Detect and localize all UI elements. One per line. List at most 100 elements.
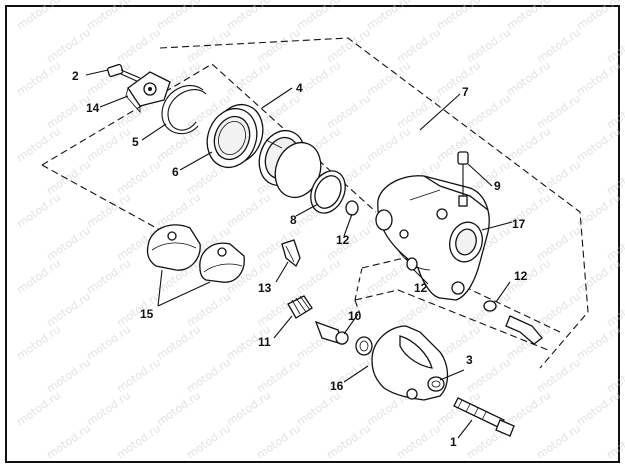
- callout-14: 14: [86, 101, 100, 115]
- pad-cap-part-14: [125, 71, 171, 114]
- watermark-text: motod.ru: [574, 257, 623, 297]
- watermark-text: motod.ru: [534, 158, 583, 198]
- watermark-text: motod.ru: [534, 422, 583, 462]
- watermark-text: motod.ru: [224, 0, 273, 32]
- watermark-text: motod.ru: [504, 59, 553, 99]
- callout-3: 3: [466, 353, 473, 367]
- o-ring-part-12-middle: [406, 257, 418, 271]
- watermark-text: motod.ru: [504, 125, 553, 165]
- watermark-text: motod.ru: [14, 257, 63, 297]
- watermark-text: motod.ru: [434, 59, 483, 99]
- watermark-text: motod.ru: [504, 0, 553, 32]
- watermark-text: motod.ru: [14, 389, 63, 429]
- watermark-text: motod.ru: [604, 422, 625, 462]
- watermark-text: motod.ru: [534, 290, 583, 330]
- watermark-text: motod.ru: [224, 389, 273, 429]
- watermark-text: motod.ru: [14, 125, 63, 165]
- watermark-text: motod.ru: [184, 356, 233, 396]
- callout-9: 9: [494, 179, 501, 193]
- brake-pads-part-15: [146, 224, 245, 283]
- watermark-text: motod.ru: [14, 59, 63, 99]
- callout-2: 2: [72, 69, 79, 83]
- watermark-text: motod.ru: [574, 59, 623, 99]
- watermark-text: motod.ru: [224, 59, 273, 99]
- piston-part-4: [258, 129, 322, 199]
- watermark-text: motod.ru: [14, 0, 63, 32]
- washer-part-3: [427, 376, 445, 392]
- callout-10: 10: [348, 309, 362, 323]
- slide-pin-right: [505, 315, 543, 345]
- callout-12-middle: 12: [414, 281, 428, 295]
- watermark-text: motod.ru: [364, 59, 413, 99]
- watermark-text: motod.ru: [324, 92, 373, 132]
- watermark-text: motod.ru: [14, 191, 63, 231]
- bolt-part-2: [106, 63, 141, 83]
- watermark-text: motod.ru: [324, 26, 373, 66]
- watermark-text: motod.ru: [574, 191, 623, 231]
- watermark-text: motod.ru: [114, 356, 163, 396]
- watermark-text: motod.ru: [44, 26, 93, 66]
- watermark-text: motod.ru: [114, 158, 163, 198]
- watermark-text: motod.ru: [184, 290, 233, 330]
- callout-6: 6: [172, 165, 179, 179]
- watermark-text: motod.ru: [364, 0, 413, 32]
- watermark-text: motod.ru: [114, 26, 163, 66]
- watermark-text: motod.ru: [224, 191, 273, 231]
- callout-7: 7: [462, 85, 469, 99]
- watermark-text: motod.ru: [84, 59, 133, 99]
- watermark-text: motod.ru: [114, 422, 163, 462]
- watermark-text: motod.ru: [294, 257, 343, 297]
- watermark-text: motod.ru: [574, 125, 623, 165]
- watermark-text: motod.ru: [154, 323, 203, 363]
- leader-lines: [85, 69, 513, 439]
- watermark-text: motod.ru: [44, 224, 93, 264]
- circlip-part-5: [161, 85, 207, 135]
- callout-17: 17: [512, 217, 526, 231]
- watermark-text: motod.ru: [364, 125, 413, 165]
- watermark-text: motod.ru: [154, 0, 203, 32]
- watermark-text: motod.ru: [184, 422, 233, 462]
- pin-part-10: [314, 320, 349, 345]
- watermark-text: motod.ru: [114, 290, 163, 330]
- watermark-text: motod.ru: [154, 125, 203, 165]
- watermark-text: motod.ru: [394, 422, 443, 462]
- callout-8: 8: [290, 213, 297, 227]
- watermark-text: motod.ru: [294, 389, 343, 429]
- watermark-text: motod.ru: [534, 224, 583, 264]
- watermark-text: motod.ru: [574, 0, 623, 32]
- watermark-text: motod.ru: [504, 389, 553, 429]
- callout-16: 16: [330, 379, 344, 393]
- watermark-text: motod.ru: [84, 0, 133, 32]
- watermark-text: motod.ru: [84, 323, 133, 363]
- watermark-text: motod.ru: [44, 356, 93, 396]
- watermark-text: motod.ru: [44, 158, 93, 198]
- watermark-text: motod.ru: [364, 257, 413, 297]
- watermark-text: motod.ru: [534, 26, 583, 66]
- callout-labels: 2 14 4 5 6 7 8 9 12 17 12 12 10 11 13 15…: [72, 69, 528, 449]
- watermark-text: motod.ru: [504, 257, 553, 297]
- watermark-text: motod.ru: [434, 0, 483, 32]
- watermark-text: motod.ru: [44, 422, 93, 462]
- watermark-text: motod.ru: [14, 323, 63, 363]
- seal-part-6: [206, 103, 264, 169]
- callout-11: 11: [258, 335, 271, 349]
- watermark-text: motod.ru: [574, 323, 623, 363]
- watermark-text: motod.ru: [534, 92, 583, 132]
- pad-clip-part-13: [281, 239, 301, 268]
- callout-12-upper: 12: [336, 233, 350, 247]
- watermark-text: motod.ru: [254, 422, 303, 462]
- callout-15: 15: [140, 307, 154, 321]
- watermark-text: motod.ru: [394, 92, 443, 132]
- outer-border: [5, 5, 620, 463]
- o-ring-part-12-upper: [345, 200, 359, 216]
- callout-13: 13: [258, 281, 272, 295]
- callout-1: 1: [450, 435, 457, 449]
- watermark-text: motod.ru: [574, 389, 623, 429]
- watermark-text: motod.ru: [44, 290, 93, 330]
- watermark-text: motod.ru: [84, 125, 133, 165]
- boot-part-11: [287, 295, 313, 319]
- watermark-text: motod.ru: [464, 92, 513, 132]
